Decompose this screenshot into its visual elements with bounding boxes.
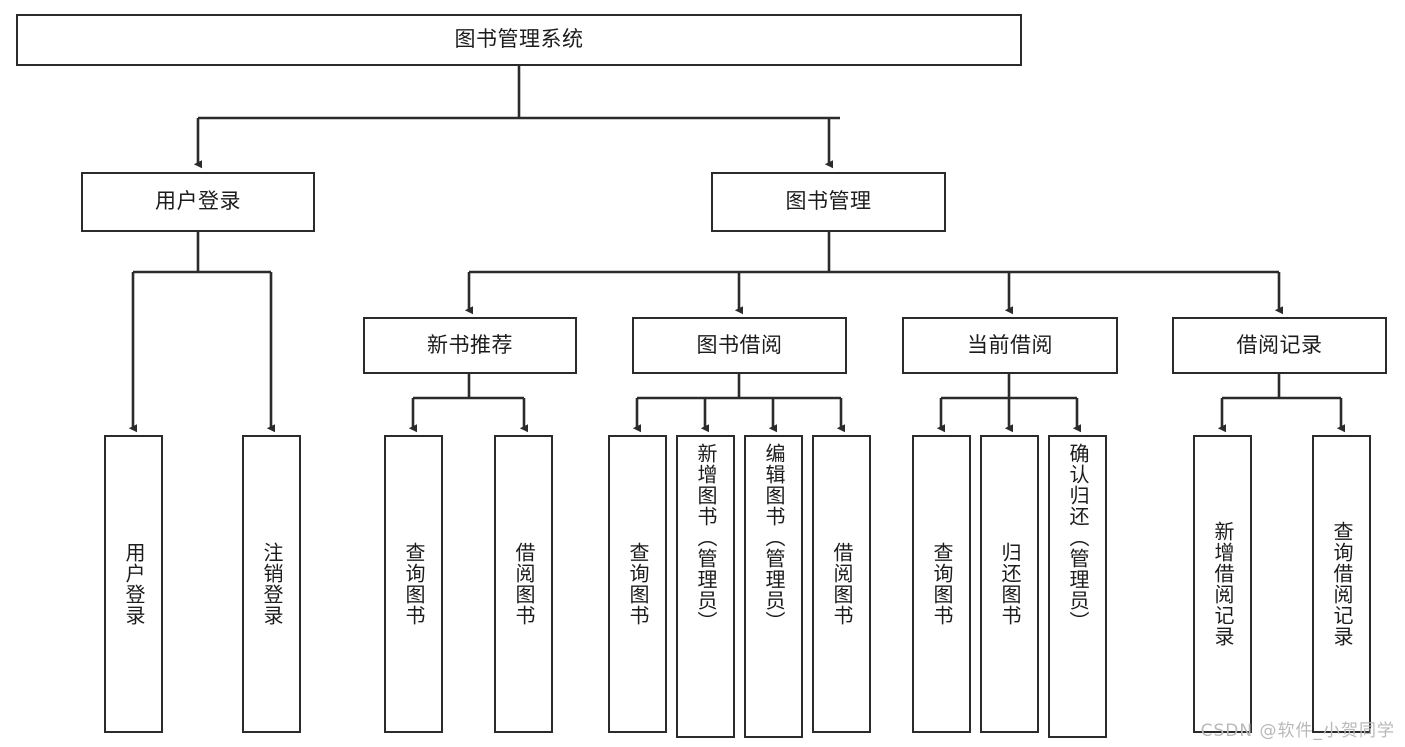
node-label: 新增借阅记录	[1211, 521, 1235, 647]
leaf-edit-book-admin[interactable]: 编辑图书（管理员）	[744, 435, 803, 738]
node-label: 新增图书（管理员）	[694, 443, 718, 632]
node-label: 确认归还（管理员）	[1066, 443, 1090, 632]
leaf-query-books-newbook[interactable]: 查询图书	[384, 435, 443, 733]
node-label: 图书管理系统	[454, 27, 584, 52]
node-label: 借阅图书	[512, 542, 536, 626]
node-new-book-recommendation[interactable]: 新书推荐	[363, 317, 577, 374]
node-label: 查询图书	[626, 542, 650, 626]
node-label: 用户登录	[122, 542, 146, 626]
node-label: 查询借阅记录	[1330, 521, 1354, 647]
node-current-borrowing[interactable]: 当前借阅	[902, 317, 1118, 374]
leaf-return-books[interactable]: 归还图书	[980, 435, 1039, 733]
node-label: 查询图书	[930, 542, 954, 626]
leaf-add-borrow-record[interactable]: 新增借阅记录	[1193, 435, 1252, 733]
node-label: 借阅图书	[830, 542, 854, 626]
node-label: 注销登录	[260, 542, 284, 626]
leaf-query-books-borrow[interactable]: 查询图书	[608, 435, 667, 733]
node-label: 编辑图书（管理员）	[762, 443, 786, 632]
node-label: 图书借阅	[696, 332, 783, 357]
node-label: 借阅记录	[1236, 332, 1323, 357]
node-label: 归还图书	[998, 542, 1022, 626]
node-label: 当前借阅	[967, 332, 1053, 357]
node-root-book-management-system[interactable]: 图书管理系统	[16, 14, 1022, 66]
leaf-add-book-admin[interactable]: 新增图书（管理员）	[676, 435, 735, 738]
node-borrowing-records[interactable]: 借阅记录	[1172, 317, 1387, 374]
leaf-user-login[interactable]: 用户登录	[104, 435, 163, 733]
leaf-query-borrow-record[interactable]: 查询借阅记录	[1312, 435, 1371, 733]
leaf-borrow-books-borrow[interactable]: 借阅图书	[812, 435, 871, 733]
leaf-borrow-books-newbook[interactable]: 借阅图书	[494, 435, 553, 733]
leaf-query-books-current[interactable]: 查询图书	[912, 435, 971, 733]
node-label: 图书管理	[785, 189, 872, 214]
node-user-login[interactable]: 用户登录	[81, 172, 315, 232]
leaf-logout[interactable]: 注销登录	[242, 435, 301, 733]
node-label: 新书推荐	[427, 332, 513, 357]
leaf-confirm-return-admin[interactable]: 确认归还（管理员）	[1048, 435, 1107, 738]
node-book-borrowing[interactable]: 图书借阅	[632, 317, 847, 374]
node-book-management[interactable]: 图书管理	[711, 172, 946, 232]
node-label: 用户登录	[155, 189, 241, 214]
node-label: 查询图书	[402, 542, 426, 626]
